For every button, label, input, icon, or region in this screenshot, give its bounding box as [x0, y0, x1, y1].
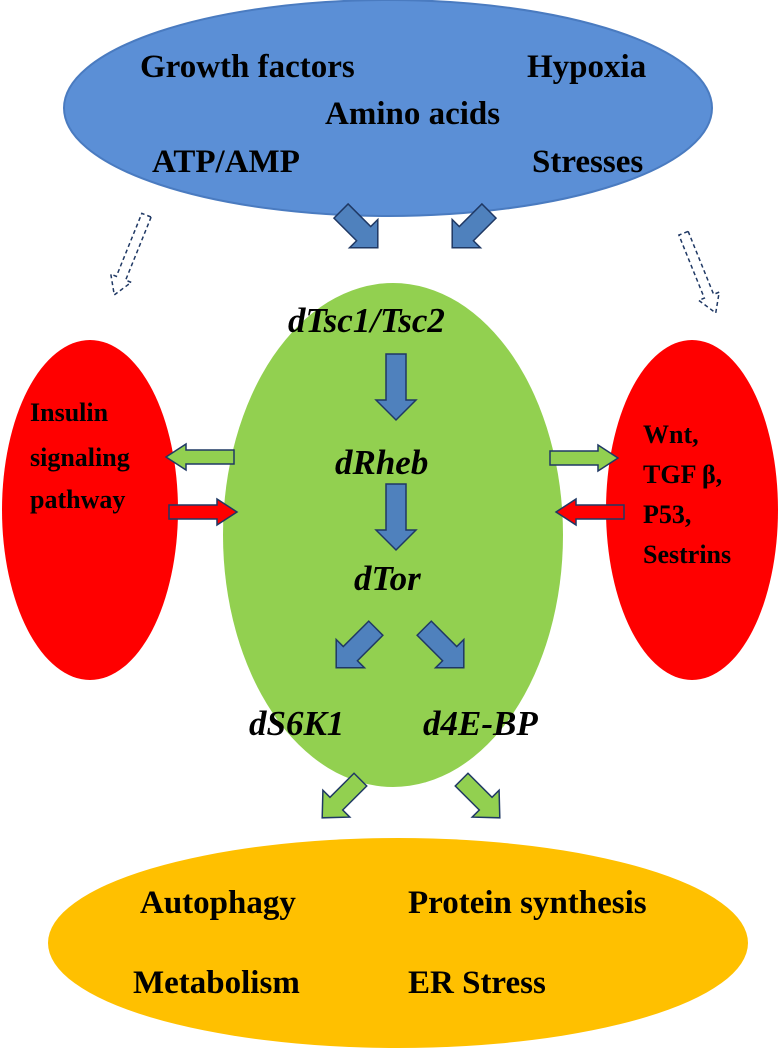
tor-label: dTor — [354, 559, 421, 598]
er-stress-label: ER Stress — [408, 965, 546, 1001]
arrow-center-to-insulin — [164, 442, 235, 472]
dashed-arrow-left — [109, 212, 153, 297]
others-line3: P53, — [643, 500, 691, 529]
protein-synthesis-label: Protein synthesis — [408, 885, 647, 921]
tsc-label: dTsc1/Tsc2 — [288, 301, 445, 340]
hypoxia-label: Hypoxia — [527, 49, 646, 85]
arrow-insulin-to-center — [168, 497, 239, 527]
arrow-4ebp-to-outputs — [454, 772, 501, 819]
atp-amp-label: ATP/AMP — [152, 144, 300, 180]
insulin-line3: pathway — [30, 485, 125, 514]
insulin-line2: signaling — [30, 443, 130, 472]
amino-acids-label: Amino acids — [325, 96, 500, 132]
s6k1-label: dS6K1 — [249, 704, 344, 743]
arrow-upstream-left — [332, 202, 379, 249]
others-line2: TGF β, — [643, 460, 722, 489]
outputs-ellipse — [48, 838, 748, 1048]
arrow-upstream-right — [451, 202, 498, 249]
4ebp-label: d4E-BP — [423, 704, 538, 743]
arrow-center-to-others — [549, 443, 620, 473]
others-line1: Wnt, — [643, 420, 699, 449]
rheb-label: dRheb — [335, 443, 428, 482]
arrow-rheb-to-tor — [374, 483, 418, 552]
upstream-signals-ellipse — [63, 0, 713, 217]
growth-factors-label: Growth factors — [140, 49, 355, 85]
stresses-label: Stresses — [532, 144, 643, 180]
insulin-pathway-ellipse — [2, 340, 178, 680]
autophagy-label: Autophagy — [140, 885, 296, 921]
metabolism-label: Metabolism — [133, 965, 300, 1001]
arrow-tsc-to-rheb — [374, 353, 418, 422]
dashed-arrow-right — [677, 230, 721, 315]
others-line4: Sestrins — [643, 540, 731, 569]
arrow-s6k1-to-outputs — [321, 772, 368, 819]
arrow-tor-to-s6k1 — [335, 620, 384, 669]
other-pathways-ellipse — [606, 340, 778, 680]
arrow-tor-to-4ebp — [416, 620, 465, 669]
insulin-line1: Insulin — [30, 398, 109, 427]
arrow-others-to-center — [554, 497, 625, 527]
